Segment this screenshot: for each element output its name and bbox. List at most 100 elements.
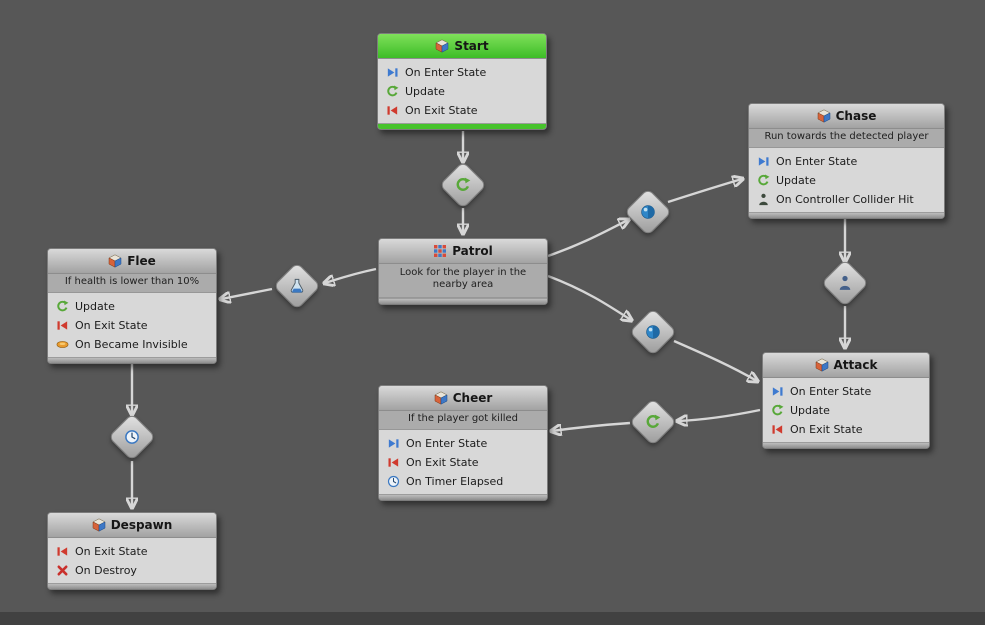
- wire: [221, 287, 273, 299]
- event-label: On Exit State: [405, 104, 478, 117]
- event-row[interactable]: On Enter State: [378, 63, 546, 82]
- transition-attack-to-cheer[interactable]: [628, 397, 678, 447]
- event-row[interactable]: On Enter State: [763, 382, 929, 401]
- state-cube-icon: [92, 518, 106, 532]
- event-row[interactable]: On Enter State: [749, 152, 944, 171]
- state-title: Cheer: [452, 391, 493, 405]
- state-description: If health is lower than 10%: [48, 274, 216, 293]
- state-node-flee[interactable]: Flee If health is lower than 10% Update …: [47, 248, 217, 364]
- state-node-patrol[interactable]: Patrol Look for the player in the nearby…: [378, 238, 548, 305]
- event-row[interactable]: On Exit State: [48, 316, 216, 335]
- event-row[interactable]: On Timer Elapsed: [379, 472, 547, 491]
- update-icon: [455, 177, 471, 193]
- state-node-chase[interactable]: Chase Run towards the detected player On…: [748, 103, 945, 219]
- on-exit-state-icon: [386, 104, 399, 117]
- on-exit-state-icon: [771, 423, 784, 436]
- event-label: On Controller Collider Hit: [776, 193, 914, 206]
- wire: [547, 274, 631, 320]
- sight-icon: [645, 324, 661, 340]
- clock-icon: [124, 429, 140, 445]
- event-row[interactable]: On Exit State: [379, 453, 547, 472]
- update-icon: [56, 300, 69, 313]
- node-footer: [763, 442, 929, 448]
- state-description: If the player got killed: [379, 411, 547, 430]
- state-cube-icon: [435, 39, 449, 53]
- event-row[interactable]: On Controller Collider Hit: [749, 190, 944, 209]
- state-header[interactable]: Chase: [749, 104, 944, 129]
- state-cube-icon: [815, 358, 829, 372]
- state-title: Start: [454, 39, 489, 53]
- event-label: On Destroy: [75, 564, 137, 577]
- wire: [673, 339, 757, 381]
- transition-flee-to-despawn[interactable]: [107, 412, 157, 462]
- event-row[interactable]: Update: [763, 401, 929, 420]
- event-label: On Exit State: [406, 456, 479, 469]
- node-footer: [48, 357, 216, 363]
- on-exit-state-icon: [56, 545, 69, 558]
- transition-start-to-patrol[interactable]: [438, 160, 488, 210]
- state-description: Run towards the detected player: [749, 129, 944, 148]
- wire: [667, 179, 742, 204]
- update-icon: [771, 404, 784, 417]
- event-label: Update: [776, 174, 816, 187]
- event-row[interactable]: Update: [378, 82, 546, 101]
- state-header[interactable]: Despawn: [48, 513, 216, 538]
- event-row[interactable]: On Exit State: [378, 101, 546, 120]
- on-enter-state-icon: [757, 155, 770, 168]
- collider-icon: [837, 275, 853, 291]
- wire: [547, 220, 628, 258]
- state-node-attack[interactable]: Attack On Enter State Update On Exit Sta…: [762, 352, 930, 449]
- state-title: Flee: [127, 254, 156, 268]
- wire: [552, 421, 631, 431]
- event-label: On Enter State: [406, 437, 488, 450]
- transition-patrol-to-attack[interactable]: [628, 307, 678, 357]
- patrol-grid-icon: [433, 244, 447, 258]
- state-node-start[interactable]: Start On Enter State Update On Exit Stat…: [377, 33, 547, 130]
- node-footer: [379, 494, 547, 500]
- event-label: On Became Invisible: [75, 338, 188, 351]
- clock-icon: [387, 475, 400, 488]
- update-icon: [757, 174, 770, 187]
- event-label: On Enter State: [790, 385, 872, 398]
- state-node-despawn[interactable]: Despawn On Exit State On Destroy: [47, 512, 217, 590]
- state-header[interactable]: Patrol: [379, 239, 547, 264]
- transition-patrol-to-chase[interactable]: [623, 187, 673, 237]
- node-footer: [378, 123, 546, 129]
- event-row[interactable]: On Enter State: [379, 434, 547, 453]
- on-enter-state-icon: [387, 437, 400, 450]
- transition-patrol-to-flee[interactable]: [272, 261, 322, 311]
- state-header[interactable]: Start: [378, 34, 546, 59]
- event-label: On Exit State: [790, 423, 863, 436]
- state-header[interactable]: Cheer: [379, 386, 547, 411]
- state-title: Patrol: [452, 244, 493, 258]
- event-row[interactable]: Update: [48, 297, 216, 316]
- update-icon: [386, 85, 399, 98]
- state-header[interactable]: Flee: [48, 249, 216, 274]
- event-row[interactable]: On Exit State: [763, 420, 929, 439]
- event-label: On Timer Elapsed: [406, 475, 504, 488]
- eye-icon: [56, 338, 69, 351]
- wire: [678, 408, 761, 421]
- person-icon: [757, 193, 770, 206]
- event-label: On Exit State: [75, 319, 148, 332]
- state-node-cheer[interactable]: Cheer If the player got killed On Enter …: [378, 385, 548, 501]
- node-footer: [749, 212, 944, 218]
- event-label: On Enter State: [776, 155, 858, 168]
- flask-icon: [289, 278, 305, 294]
- on-enter-state-icon: [386, 66, 399, 79]
- event-label: On Enter State: [405, 66, 487, 79]
- event-row[interactable]: On Destroy: [48, 561, 216, 580]
- update-icon: [645, 414, 661, 430]
- sight-icon: [640, 204, 656, 220]
- wire: [325, 267, 377, 283]
- transition-chase-to-attack[interactable]: [820, 258, 870, 308]
- event-row[interactable]: Update: [749, 171, 944, 190]
- state-header[interactable]: Attack: [763, 353, 929, 378]
- event-row[interactable]: On Became Invisible: [48, 335, 216, 354]
- event-row[interactable]: On Exit State: [48, 542, 216, 561]
- on-exit-state-icon: [387, 456, 400, 469]
- event-label: Update: [75, 300, 115, 313]
- state-cube-icon: [434, 391, 448, 405]
